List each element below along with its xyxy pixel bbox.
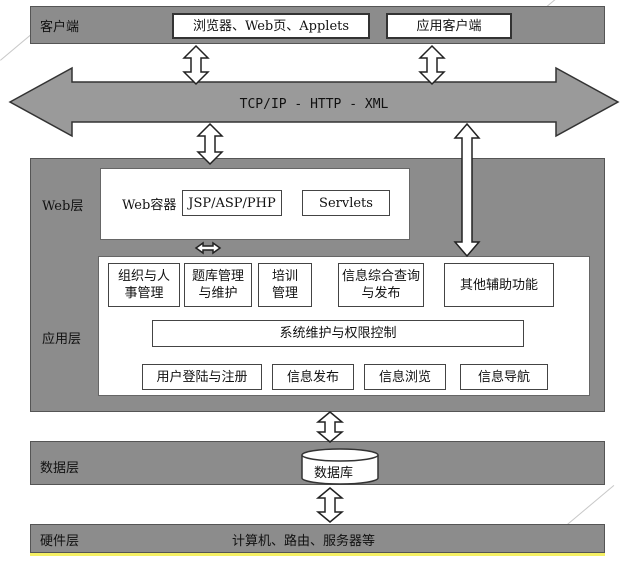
arrow-app-data bbox=[315, 411, 345, 443]
app-client-box: 应用客户端 bbox=[386, 13, 512, 39]
servlets-box: Servlets bbox=[302, 190, 390, 216]
arrow-appclient-network bbox=[418, 44, 446, 86]
web-layer-label: Web层 bbox=[42, 199, 84, 214]
module-question-bank: 题库管理与维护 bbox=[184, 263, 252, 307]
arrow-data-hardware bbox=[315, 487, 345, 523]
func-nav: 信息导航 bbox=[460, 364, 548, 390]
web-container-label: Web容器 bbox=[122, 198, 177, 213]
yellow-accent-line bbox=[30, 553, 605, 556]
module-org-hr: 组织与人事管理 bbox=[108, 263, 180, 307]
network-arrow bbox=[8, 66, 620, 138]
system-maintenance-box: 系统维护与权限控制 bbox=[152, 320, 524, 347]
hardware-items: 计算机、路由、服务器等 bbox=[232, 534, 376, 549]
browser-box: 浏览器、Web页、Applets bbox=[172, 13, 370, 39]
module-training: 培训管理 bbox=[258, 263, 312, 307]
module-info-query: 信息综合查询与发布 bbox=[338, 263, 424, 307]
func-browse: 信息浏览 bbox=[364, 364, 446, 390]
func-login: 用户登陆与注册 bbox=[142, 364, 262, 390]
jsp-box: JSP/ASP/PHP bbox=[182, 190, 282, 216]
arrow-browser-network bbox=[182, 44, 210, 86]
module-other: 其他辅助功能 bbox=[444, 263, 554, 307]
data-layer-label: 数据层 bbox=[40, 461, 80, 476]
network-label: TCP/IP - HTTP - XML bbox=[240, 97, 389, 112]
database-label: 数据库 bbox=[314, 466, 354, 481]
hardware-layer-band bbox=[30, 524, 605, 553]
client-layer-label: 客户端 bbox=[40, 20, 80, 35]
hardware-layer-label: 硬件层 bbox=[40, 534, 80, 549]
app-layer-label: 应用层 bbox=[42, 332, 82, 347]
func-publish: 信息发布 bbox=[272, 364, 354, 390]
